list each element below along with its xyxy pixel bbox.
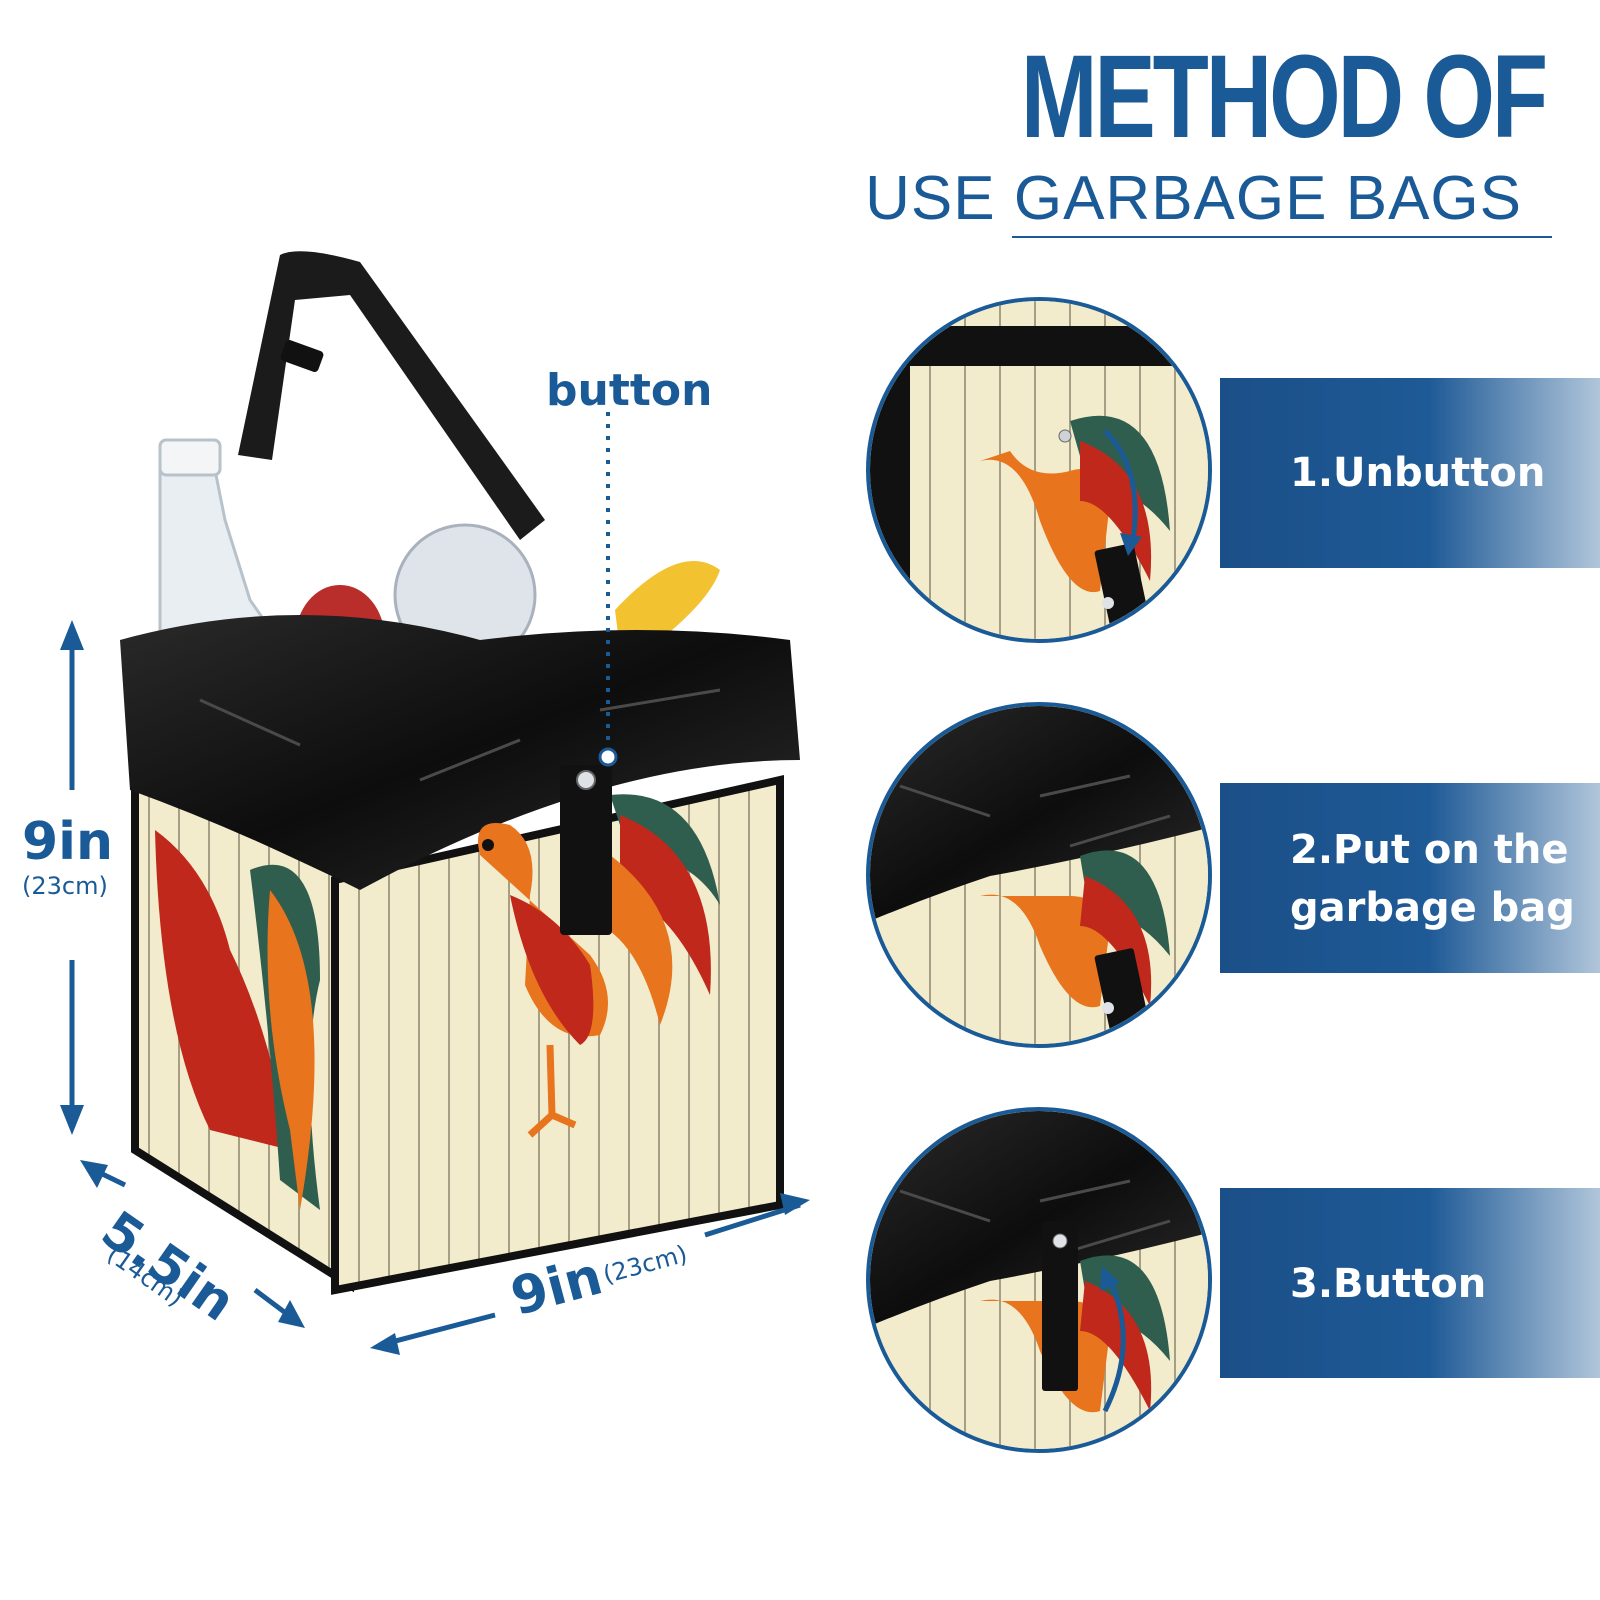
button-label: button [546,365,713,416]
snap-button [576,770,596,790]
page-title: METHOD OF [1020,31,1548,163]
width-arrow [370,1193,810,1355]
depth-arrow [80,1160,305,1328]
title-underline [1012,236,1552,238]
rooster-front [478,794,720,1138]
height-value: 9in [22,812,114,872]
step-2-label: 2.Put on the garbage bag [1290,827,1575,931]
carry-strap [238,251,545,540]
strap-buckle [280,339,324,373]
step-1-band [1220,378,1600,568]
step-3-image [866,1107,1212,1453]
step-2-band [1220,783,1600,973]
banana [615,561,720,650]
step-2-image [866,702,1212,1048]
height-metric: (23cm) [22,872,108,900]
garbage-bag-rim [120,615,800,890]
closure-tab [560,765,612,935]
page-subtitle: USE GARBAGE BAGS [865,164,1522,233]
step-3-label: 3.Button [1290,1261,1487,1307]
step-1-label: 1.Unbutton [1290,450,1546,496]
step-3-band [1220,1188,1600,1378]
height-arrow [60,620,84,1135]
rooster-side [155,830,320,1210]
step-1-image [866,297,1212,643]
